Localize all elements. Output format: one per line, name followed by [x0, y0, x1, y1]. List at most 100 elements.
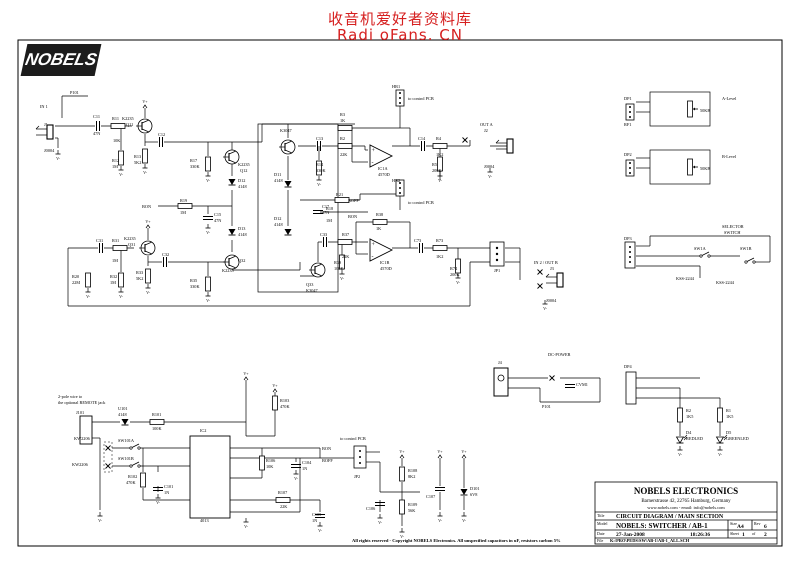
label-r2: R2 — [340, 136, 345, 141]
label-ksm1: KSS-2244 — [676, 276, 695, 281]
label-r18: R18 — [326, 206, 333, 211]
label-switch: SWITCH — [724, 230, 740, 235]
label-k-top: K3047 — [280, 128, 293, 133]
diagram-title: CIRCUIT DIAGRAM / MAIN SECTION — [616, 514, 724, 520]
ground-icon — [205, 223, 212, 236]
transistor-q31-icon — [138, 240, 156, 256]
ground-icon — [97, 511, 104, 524]
label-r3: R3 — [340, 112, 345, 117]
wires-remote — [92, 384, 321, 513]
potentiometer-a-level-icon — [687, 100, 699, 118]
label-c106: C106 — [366, 506, 376, 511]
ground-icon — [487, 167, 494, 180]
diode-d13-icon — [228, 228, 236, 236]
label-d4t: REDLED — [686, 436, 703, 441]
ground-icon — [145, 283, 152, 296]
supply-icon — [436, 448, 444, 463]
sheet-count: 2 — [764, 532, 767, 538]
diode-d12-icon — [228, 178, 236, 186]
label-sw1b: SW1B — [740, 246, 752, 251]
resistor-r37-icon — [337, 239, 353, 245]
label-j3: J3 — [550, 266, 554, 271]
supply-ic2-icon — [242, 370, 250, 385]
label-c32: C32 — [162, 252, 169, 257]
label-r2v: 22K — [340, 152, 348, 157]
label-sw101b: SW101B — [118, 456, 134, 461]
label-c17: C17 — [322, 204, 330, 209]
label-q12t: K2235 — [238, 162, 250, 167]
resistor-r106-icon — [259, 455, 265, 471]
company-name: NOBELS ELECTRONICS — [634, 486, 738, 496]
label-r17: R17 — [190, 158, 198, 163]
resistor-r101-icon — [149, 419, 165, 425]
ground-icon — [205, 291, 212, 304]
label-out-a: OUT A — [480, 122, 494, 127]
label-r19: R19 — [180, 198, 187, 203]
label-pot-a: 50KB — [700, 108, 710, 113]
label-c33: C33 — [320, 232, 327, 237]
label-model: Model — [597, 521, 608, 526]
label-q12: Q12 — [240, 168, 247, 173]
resistor-r35-icon — [205, 276, 211, 292]
supply-icon — [398, 448, 406, 463]
label-r35: R35 — [190, 278, 197, 283]
label-r18v: 1M — [326, 218, 332, 223]
label-r35v: 330K — [190, 284, 200, 289]
capacitor-c14-icon — [421, 140, 425, 152]
label-c14: C14 — [418, 136, 426, 141]
label-r20: R20 — [72, 274, 79, 279]
label-dc-power: DC-POWER — [548, 352, 571, 357]
label-j2: J2 — [484, 128, 488, 133]
label-r109v: 56K — [408, 508, 416, 513]
capacitor-c104-icon — [290, 464, 302, 468]
label-q11t: K2235 — [122, 116, 134, 121]
diode-d11-icon — [284, 180, 292, 188]
label-c12: C12 — [158, 132, 165, 137]
ground-icon — [717, 445, 724, 458]
supply-icon — [460, 448, 468, 463]
label-a-level: A-Level — [722, 96, 737, 101]
supply-q31-icon — [144, 218, 152, 233]
dc-cross-icon — [549, 375, 555, 381]
header-dp2-icon — [625, 159, 635, 177]
label-in2: IN 2 / OUT B — [534, 260, 558, 265]
resistor-r2-icon — [337, 143, 353, 149]
label-ksm2: KSS-2244 — [716, 280, 735, 285]
resistor-r109-icon — [399, 499, 405, 515]
label-d11: D11 — [274, 172, 281, 177]
resistor-r73-icon — [432, 245, 448, 251]
watermark-line-2: Radi oFans. CN — [337, 26, 463, 44]
flip-flop-ic2-icon — [189, 435, 231, 519]
capacitor-c31-icon — [99, 242, 103, 254]
label-cvm1: CVM1 — [576, 382, 588, 387]
capacitor-c12-icon — [159, 136, 163, 148]
title-block-text: NOBELS ELECTRONICS Barnerstrasse 42, 227… — [597, 486, 767, 543]
label-r37v: 22K — [342, 254, 350, 259]
out-a-cross-icon — [462, 137, 468, 143]
label-r103v: 470K — [280, 404, 290, 409]
ground-icon — [118, 287, 125, 300]
watermark-line-1: 收音机爱好者资料库 — [327, 10, 472, 28]
opamp-ic1a-icon — [369, 144, 393, 168]
label-r21: R21 — [336, 192, 343, 197]
label-c104v: 1N — [302, 466, 307, 471]
label-d11t: 4148 — [274, 178, 283, 183]
copyright-note: All rights reserved - Copyright NOBELS E… — [352, 538, 561, 543]
in2-cross-icon — [537, 269, 543, 275]
ground-icon — [377, 513, 384, 526]
revision: 6 — [764, 524, 767, 530]
wires-middle — [158, 190, 401, 226]
resistor-r2-led-icon — [677, 407, 683, 423]
label-date: Date — [597, 531, 605, 536]
label-r102: R102 — [128, 474, 137, 479]
label-ctrl3: to control PCB — [340, 436, 366, 441]
label-j2t: J0004 — [484, 164, 495, 169]
ground-icon — [142, 163, 149, 176]
label-d13t: 4148 — [238, 232, 247, 237]
label-r101v: 100K — [152, 426, 162, 431]
label-hr1: HR1 — [392, 84, 400, 89]
label-rev: Rev — [754, 521, 760, 526]
transistor-q33-icon — [308, 262, 326, 278]
label-d13: D13 — [238, 226, 245, 231]
transistor-q11-icon — [135, 118, 153, 134]
